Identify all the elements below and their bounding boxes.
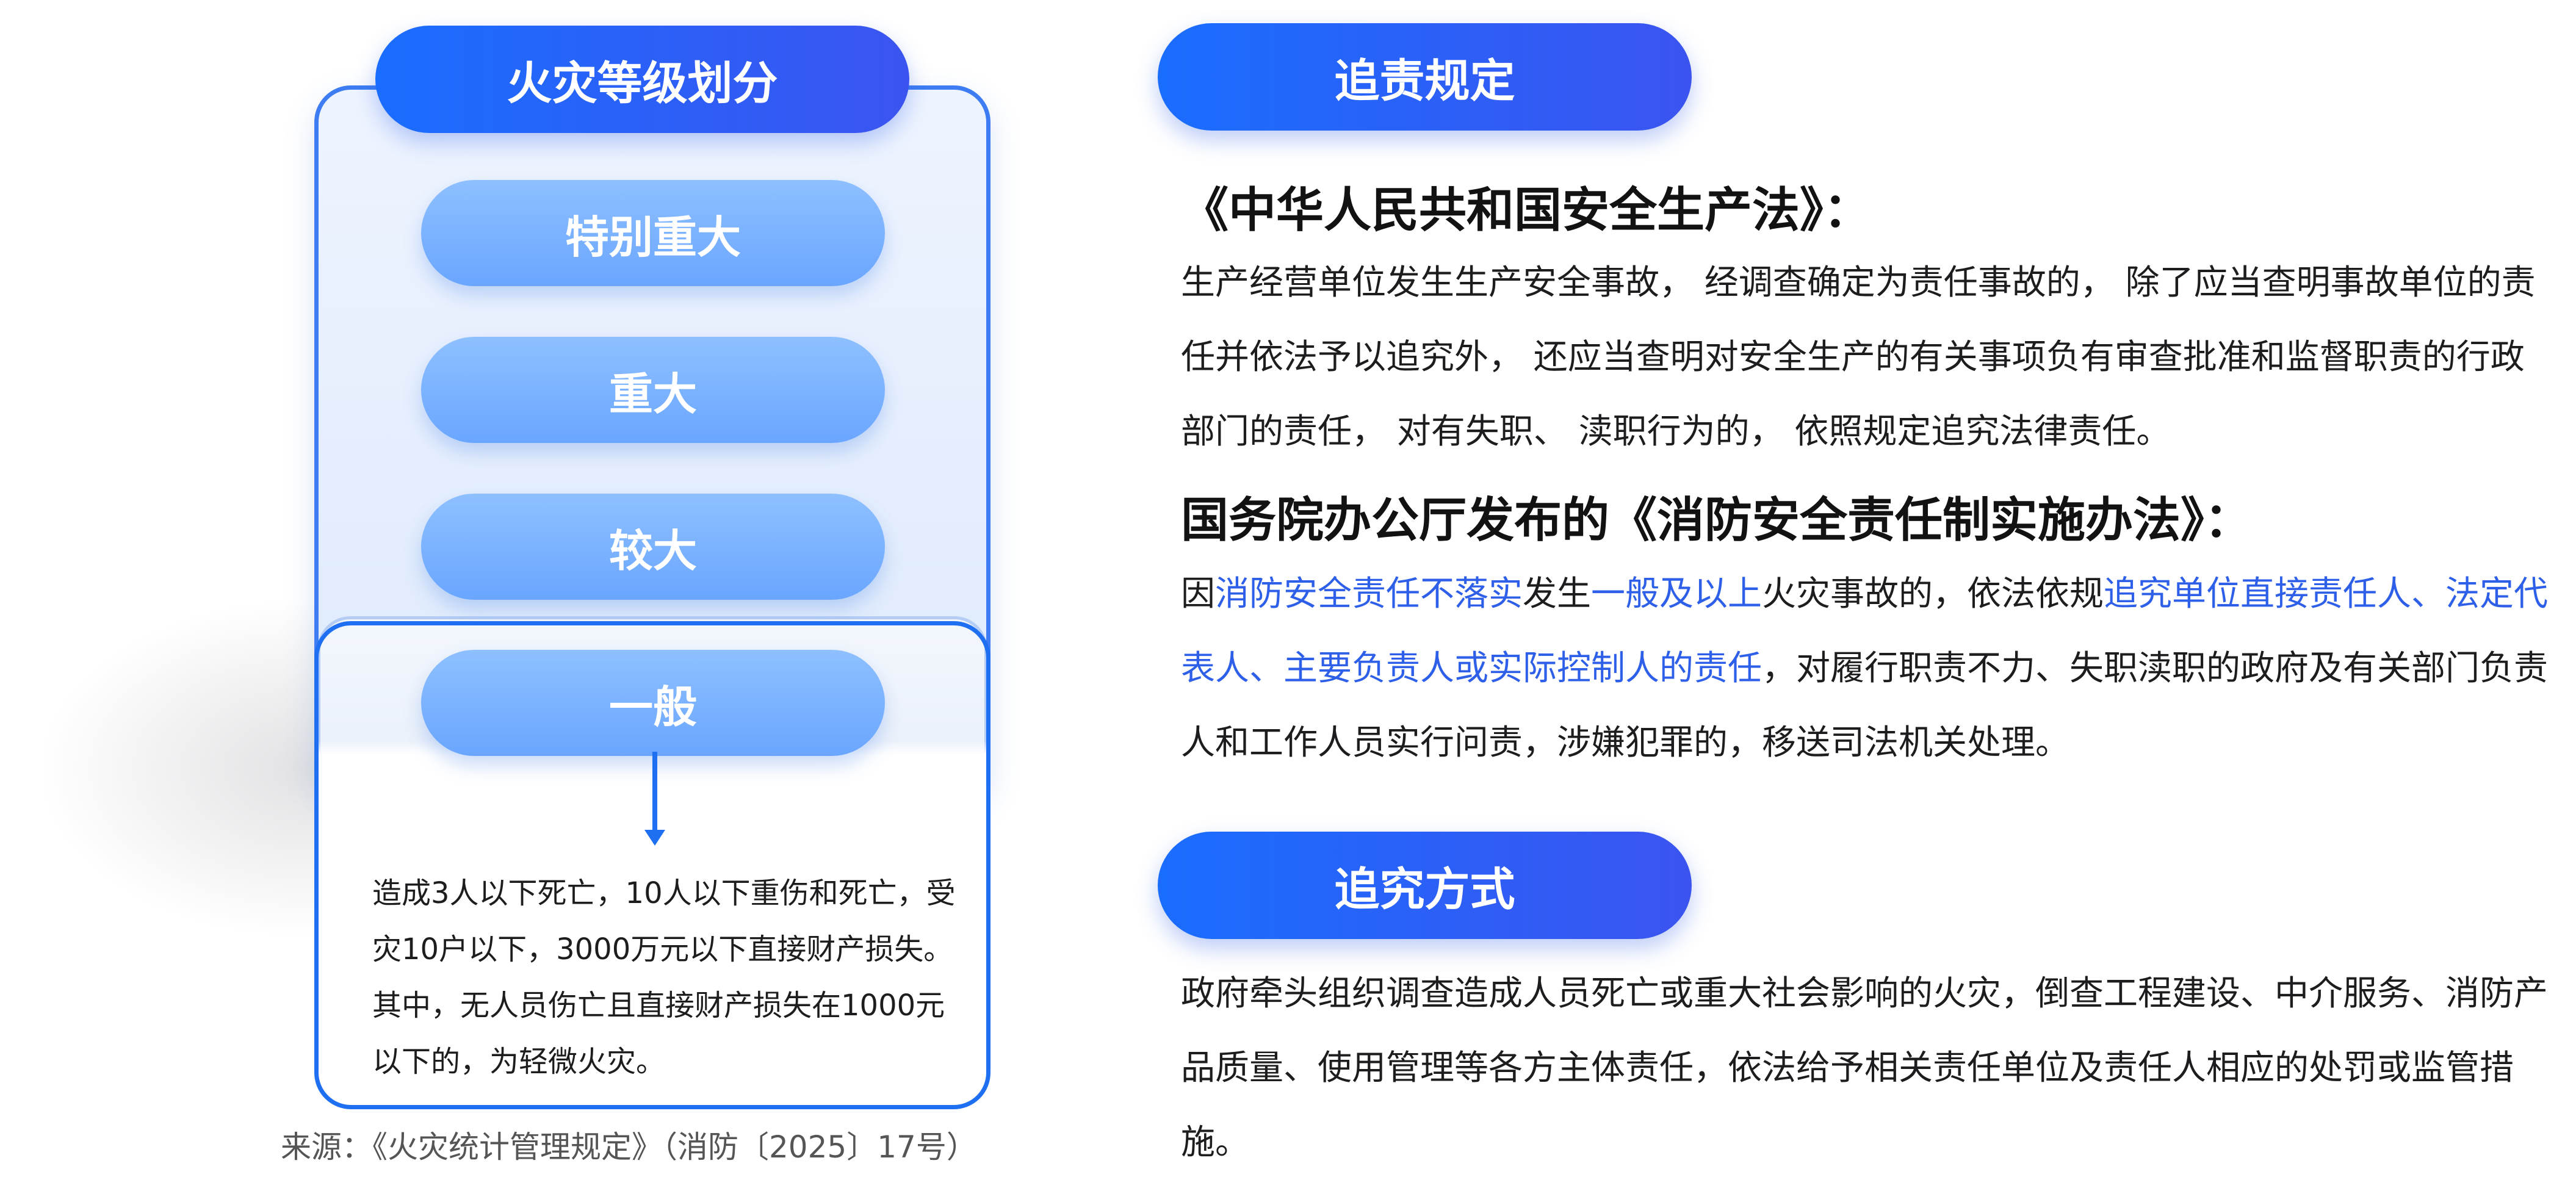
source-note: 来源：《火灾统计管理规定》（消防〔2025〕17号） [281,1129,977,1165]
accountability-title: 追责规定 [1158,23,1692,131]
law2-highlight: 消防安全责任不落实 [1215,574,1523,614]
method-text: 政府牵头组织调查造成人员死亡或重大社会影响的火灾，倒查工程建设、中介服务、消防产… [1181,974,2548,1162]
law2-text-part: 发生 [1523,574,1591,614]
arrow-down-icon [644,830,665,846]
law2-text-part: 因 [1181,574,1215,614]
arrow-line [652,752,657,832]
law2-highlight: 一般及以上 [1591,574,1762,614]
general-grade-description: 造成3人以下死亡，10人以下重伤和死亡，受灾10户以下，3000万元以下直接财产… [372,876,956,1079]
grade-pill-larger: 较大 [421,494,885,600]
law2-text: 因消防安全责任不落实发生一般及以上火灾事故的，依法依规追究单位直接责任人、法定代… [1181,557,2554,780]
law1-heading: 《中华人民共和国安全生产法》： [1181,183,1872,238]
law2-highlight: 追究单位直接责任人、法定代表人、主要负责人或实际控制人的责任 [1181,574,2548,688]
law2-text-part: 火灾事故的，依法依规 [1762,574,2104,614]
law2-heading: 国务院办公厅发布的《消防安全责任制实施办法》： [1181,493,2253,548]
fire-grade-title: 火灾等级划分 [375,26,909,133]
grade-pill-general: 一般 [421,650,885,756]
law1-text: 生产经营单位发生生产安全事故， 经调查确定为责任事故的， 除了应当查明事故单位的… [1181,263,2536,452]
law2-text-part: ，对履行职责不力、失职渎职的政府及有关部门负责人和工作人员实行问责，涉嫌犯罪的，… [1181,649,2548,763]
method-title: 追究方式 [1158,832,1692,939]
grade-pill-especially-major: 特别重大 [421,180,885,286]
grade-pill-major: 重大 [421,337,885,443]
